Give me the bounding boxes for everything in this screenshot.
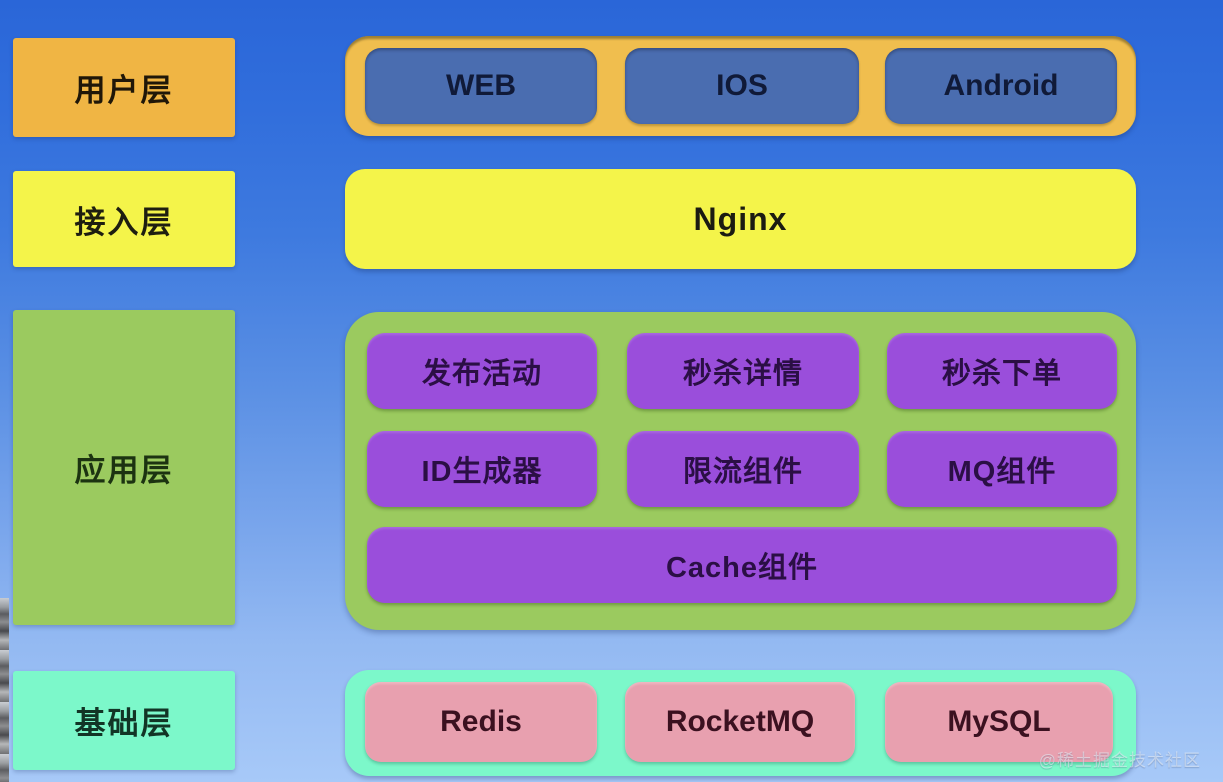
user-layer-container: WEB IOS Android (345, 36, 1136, 136)
node-redis-text: Redis (440, 705, 522, 738)
node-seckill-detail: 秒杀详情 (627, 333, 859, 409)
node-android-text: Android (943, 69, 1059, 102)
node-publish-activity-text: 发布活动 (421, 358, 542, 390)
node-nginx: Nginx (345, 169, 1136, 269)
node-nginx-text: Nginx (693, 200, 788, 237)
node-rocketmq: RocketMQ (625, 682, 855, 762)
layer-label-base-text: 基础层 (74, 706, 174, 741)
node-mq-component: MQ组件 (887, 431, 1117, 507)
node-seckill-detail-text: 秒杀详情 (682, 358, 803, 390)
node-cache-component-text: Cache组件 (665, 552, 819, 584)
layer-label-base: 基础层 (13, 671, 235, 770)
node-cache-component: Cache组件 (367, 527, 1117, 603)
node-android: Android (885, 48, 1117, 124)
node-mysql-text: MySQL (947, 705, 1051, 738)
node-ios: IOS (625, 48, 859, 124)
site-watermark: @稀土掘金技术社区 (1038, 751, 1201, 770)
layer-label-user: 用户层 (13, 38, 235, 137)
node-seckill-order: 秒杀下单 (887, 333, 1117, 409)
node-seckill-order-text: 秒杀下单 (941, 358, 1062, 390)
layer-label-app-text: 应用层 (74, 453, 174, 488)
node-mq-component-text: MQ组件 (947, 456, 1057, 488)
node-web-text: WEB (446, 69, 516, 102)
node-id-generator-text: ID生成器 (421, 456, 543, 488)
node-rate-limiter-text: 限流组件 (682, 456, 803, 488)
node-web: WEB (365, 48, 597, 124)
layer-label-user-text: 用户层 (74, 73, 174, 108)
node-ios-text: IOS (716, 69, 768, 102)
node-mysql: MySQL (885, 682, 1113, 762)
app-layer-container: 发布活动 秒杀详情 秒杀下单 ID生成器 限流组件 MQ组件 Cache组件 (345, 312, 1136, 630)
node-redis: Redis (365, 682, 597, 762)
photo-edge-artifact (0, 598, 9, 782)
layer-label-access-text: 接入层 (74, 204, 174, 240)
base-layer-container: Redis RocketMQ MySQL (345, 670, 1136, 776)
layer-label-app: 应用层 (13, 310, 235, 625)
layer-label-access: 接入层 (13, 171, 235, 267)
node-id-generator: ID生成器 (367, 431, 597, 507)
node-publish-activity: 发布活动 (367, 333, 597, 409)
node-rate-limiter: 限流组件 (627, 431, 859, 507)
node-rocketmq-text: RocketMQ (665, 705, 815, 738)
